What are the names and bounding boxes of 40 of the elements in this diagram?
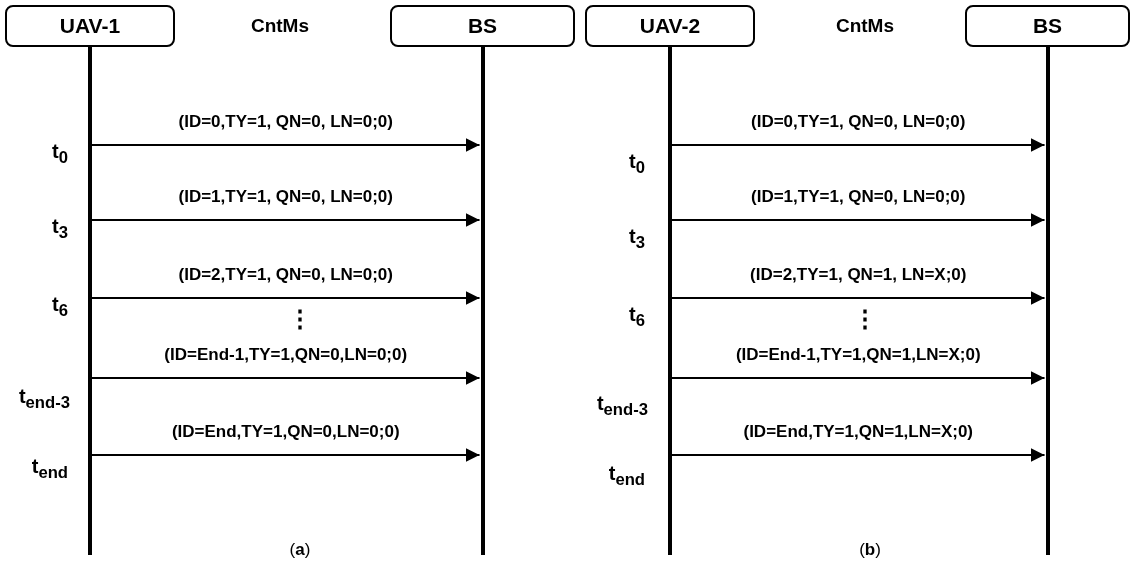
time-label: t$_{0}$ (52, 140, 68, 168)
time-label: t$_{3}$ (629, 225, 645, 253)
continuation-dots: ⋮ (288, 305, 312, 333)
message-arrow (671, 213, 1046, 227)
message-arrow (91, 371, 481, 385)
message-label: (ID=2,TY=1, QN=1, LN=X;0) (748, 265, 969, 285)
lifeline-head-box: BS (965, 5, 1130, 47)
message-arrow (91, 448, 481, 462)
time-label: t$_{3}$ (52, 215, 68, 243)
time-label: t$_{end}$ (31, 455, 68, 483)
message-label: (ID=1,TY=1, QN=0, LN=0;0) (176, 187, 395, 207)
time-label: t$_{6}$ (52, 293, 68, 321)
message-label: (ID=End-1,TY=1,QN=1,LN=X;0) (733, 345, 983, 365)
column-heading: CntMs (835, 15, 895, 37)
time-label: t$_{0}$ (629, 150, 645, 178)
message-arrow (91, 138, 481, 152)
subfigure-caption: (a) (289, 540, 311, 560)
message-label: (ID=1,TY=1, QN=0, LN=0;0) (749, 187, 968, 207)
message-label: (ID=End,TY=1,QN=0,LN=0;0) (169, 422, 402, 442)
subfigure-caption: (b) (859, 540, 881, 560)
column-heading: CntMs (250, 15, 310, 37)
message-label: (ID=0,TY=1, QN=0, LN=0;0) (176, 112, 395, 132)
time-label: t$_{end-3}$ (596, 392, 648, 420)
message-arrow (671, 138, 1046, 152)
message-label: (ID=End,TY=1,QN=1,LN=X;0) (741, 422, 976, 442)
message-arrow (671, 371, 1046, 385)
lifeline-head-box: UAV-2 (585, 5, 755, 47)
message-arrow (671, 448, 1046, 462)
message-label: (ID=End-1,TY=1,QN=0,LN=0;0) (162, 345, 410, 365)
lifeline-head-box: UAV-1 (5, 5, 175, 47)
message-label: (ID=2,TY=1, QN=0, LN=0;0) (176, 265, 395, 285)
message-arrow (91, 291, 481, 305)
message-arrow (91, 213, 481, 227)
time-label: t$_{6}$ (629, 303, 645, 331)
message-label: (ID=0,TY=1, QN=0, LN=0;0) (749, 112, 968, 132)
message-arrow (671, 291, 1046, 305)
continuation-dots: ⋮ (853, 305, 877, 333)
lifeline-head-box: BS (390, 5, 575, 47)
time-label: t$_{end}$ (608, 462, 645, 490)
time-label: t$_{end-3}$ (18, 385, 70, 413)
